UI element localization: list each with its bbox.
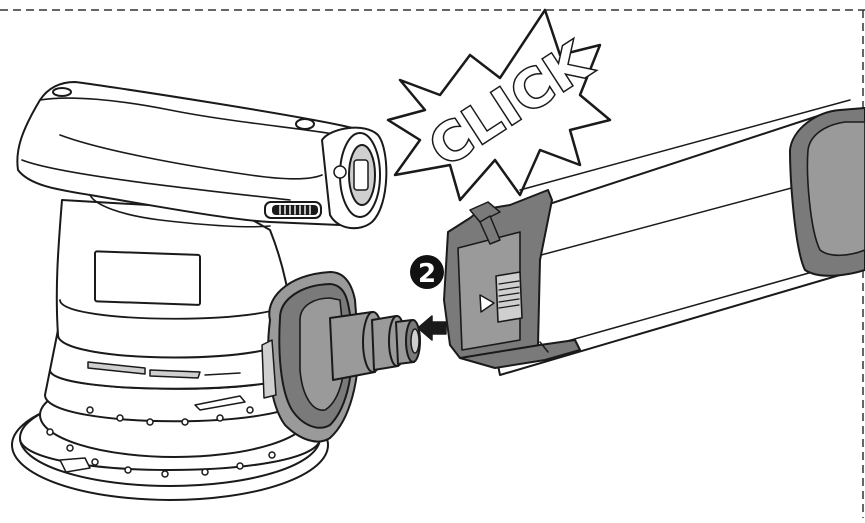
step-number-badge: 2 bbox=[410, 255, 444, 289]
speed-dial-icon bbox=[264, 201, 322, 219]
alignment-marker bbox=[479, 294, 495, 313]
extractor-hose bbox=[443, 99, 865, 376]
pad-dust-holes bbox=[46, 428, 276, 478]
step-number: 2 bbox=[418, 259, 436, 289]
starburst-icon: CLICK bbox=[386, 8, 612, 202]
vent-slots bbox=[87, 361, 241, 379]
arrow-left-icon bbox=[417, 315, 447, 341]
dust-port-adapter bbox=[261, 271, 421, 443]
label-plate bbox=[94, 250, 201, 306]
sander-tool bbox=[11, 81, 421, 501]
